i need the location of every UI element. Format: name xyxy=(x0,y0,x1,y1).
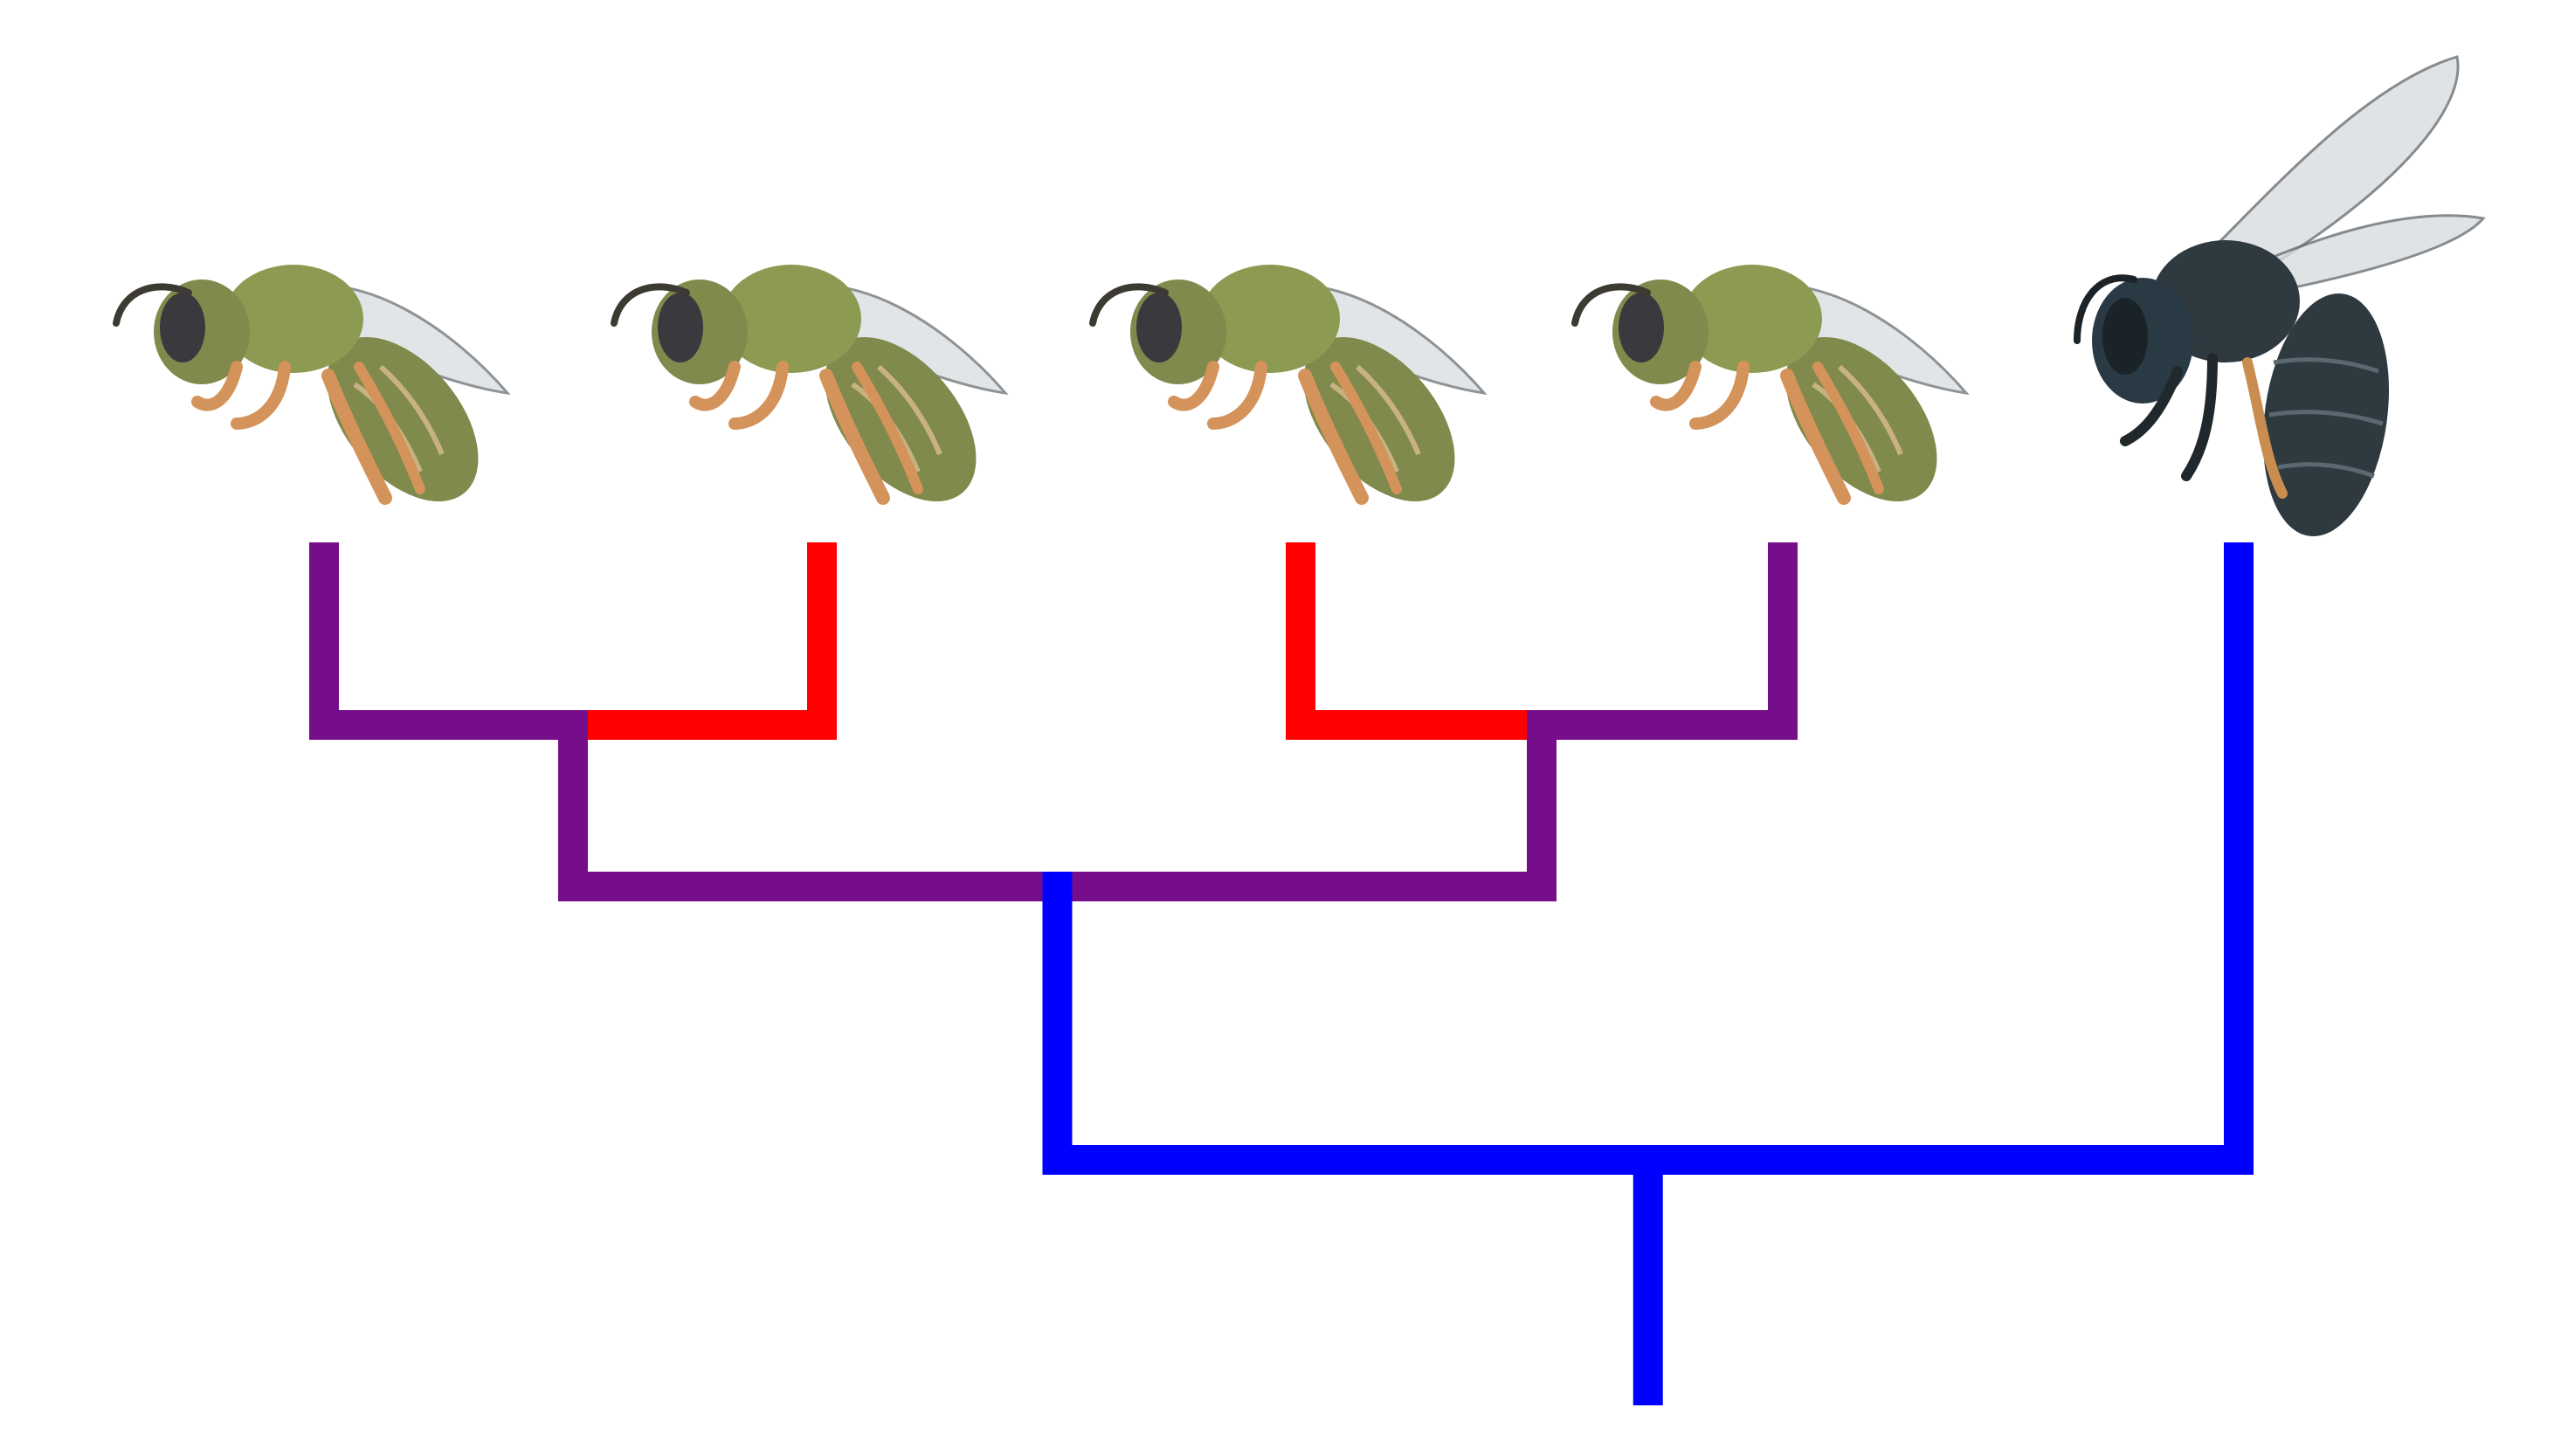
taxon-images xyxy=(113,55,2486,536)
green-bee-icon xyxy=(611,265,1009,505)
tree-branches xyxy=(309,542,2254,1405)
green-bee-icon xyxy=(1089,265,1488,505)
dark-blue-bee-icon xyxy=(2074,55,2486,536)
green-bee-icon xyxy=(1571,265,1970,505)
green-bee-icon xyxy=(113,265,511,505)
